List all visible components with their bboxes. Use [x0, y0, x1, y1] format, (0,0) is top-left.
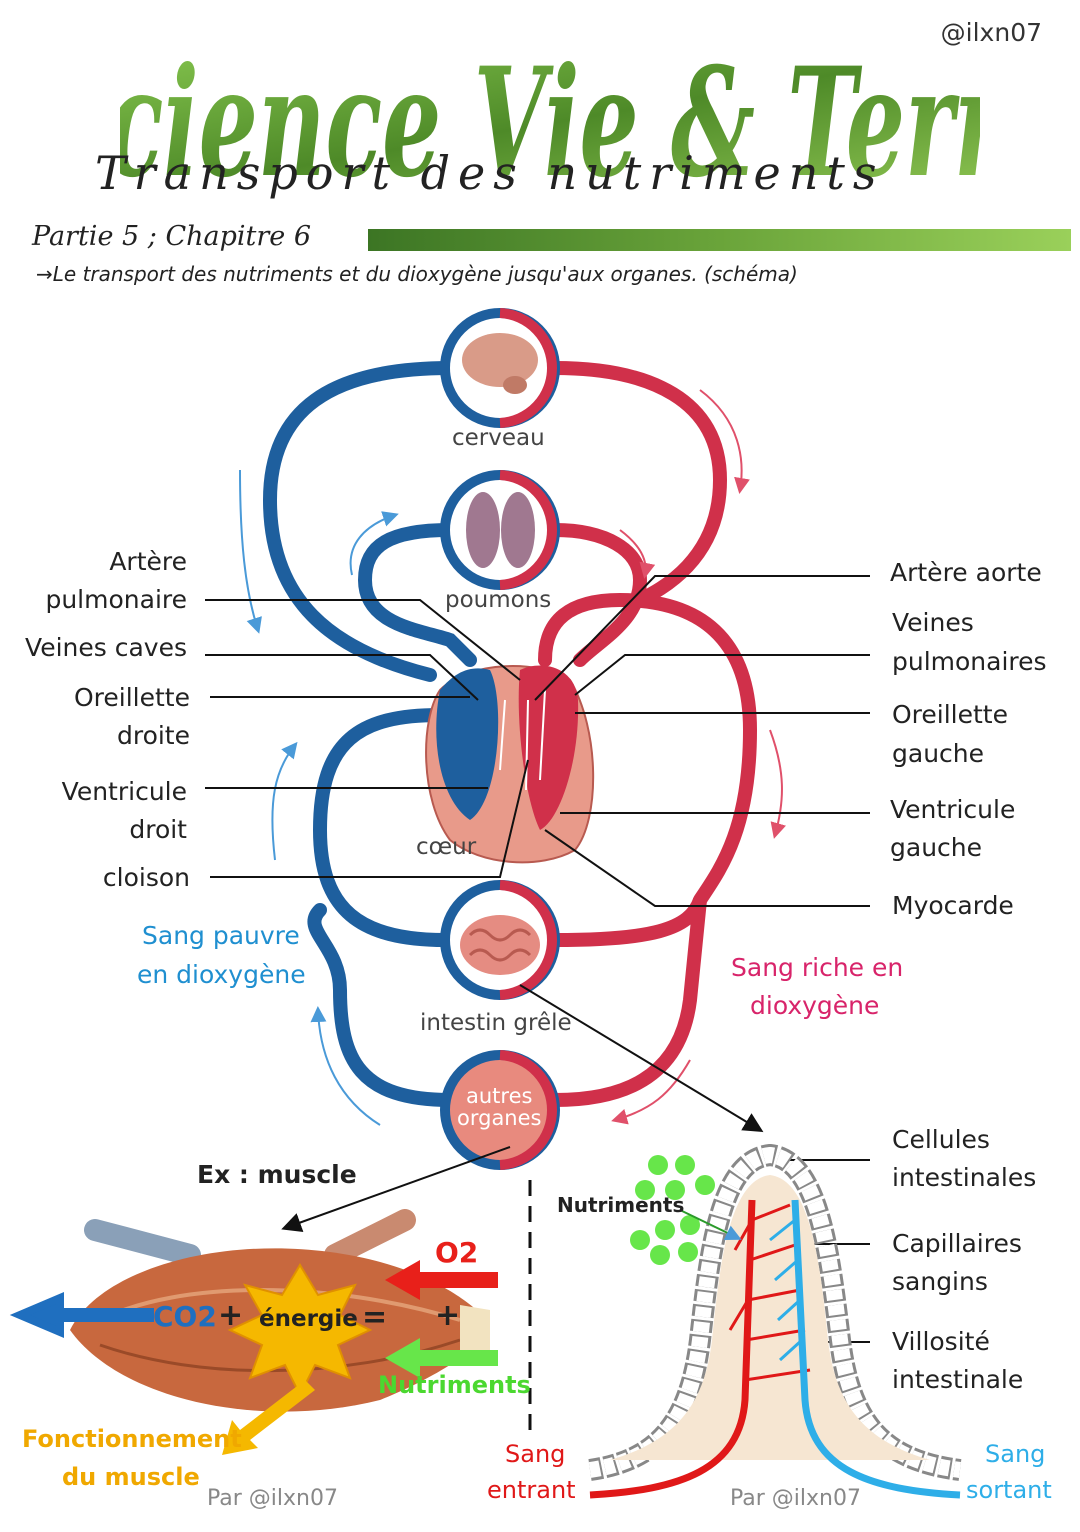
label-vena-cava: Veines caves	[25, 633, 187, 662]
flow-arrow	[699, 389, 750, 494]
label-aorta: Artère aorte	[890, 558, 1042, 587]
red-vessels	[538, 361, 758, 1107]
credit-right: Par @ilxn07	[730, 1486, 861, 1511]
blue-vessels	[262, 361, 477, 1107]
flow-arrow	[611, 1059, 691, 1125]
artery-organs	[548, 897, 707, 1107]
label-right-ventricle-2: droit	[129, 815, 187, 844]
organ-label-brain: cerveau	[452, 425, 545, 451]
label-villus-1: Villosité	[892, 1327, 990, 1356]
label-capillaries-1: Capillaires	[892, 1229, 1022, 1258]
organ-circles	[440, 308, 560, 1170]
nutrient-absorb-arrow	[679, 1209, 742, 1240]
label-villus-nutrients: Nutriments	[557, 1193, 685, 1217]
label-o2: O2	[435, 1236, 479, 1269]
label-pulmonary-artery-1: Artère	[109, 547, 187, 576]
nutrient-arrow	[385, 1338, 498, 1378]
label-right-ventricle-1: Ventricule	[61, 777, 187, 806]
label-septum: cloison	[102, 863, 190, 892]
flow-arrow	[271, 741, 298, 861]
subtitle: Transport des nutriments	[95, 146, 885, 200]
co2-arrow	[9, 1291, 154, 1339]
label-muscle-function-1: Fonctionnement	[22, 1425, 242, 1453]
title-text: Science Vie & Terre	[120, 36, 980, 210]
label-myocardium: Myocarde	[892, 891, 1014, 920]
vena-cava-inferior	[312, 708, 452, 947]
organ-label-heart: cœur	[416, 834, 477, 860]
villus-illustration	[588, 1143, 962, 1499]
o2-arrow	[385, 1260, 498, 1300]
label-pulmonary-artery-2: pulmonaire	[45, 585, 187, 614]
aorta-main	[538, 592, 758, 907]
label-equals: =	[362, 1300, 388, 1335]
label-poor-blood-1: Sang pauvre	[142, 921, 300, 950]
header-bar	[368, 229, 1071, 251]
label-muscle-nutrients: Nutriments	[378, 1371, 531, 1399]
label-rich-blood-1: Sang riche en	[731, 953, 904, 982]
credit-left: Par @ilxn07	[207, 1486, 338, 1511]
label-pulmonary-veins-2: pulmonaires	[892, 647, 1047, 676]
flow-arrow	[239, 469, 262, 634]
label-rich-blood-2: dioxygène	[750, 991, 880, 1020]
leader-lines	[205, 575, 870, 1343]
author-handle: @ilxn07	[940, 18, 1042, 47]
function-arrow	[222, 1380, 315, 1455]
organ-label-other-2: organes	[457, 1106, 542, 1130]
label-blood-in-2: entrant	[487, 1476, 576, 1504]
organ-label-other-1: autres	[466, 1084, 533, 1108]
label-blood-out-2: sortant	[966, 1476, 1052, 1504]
label-left-atrium-1: Oreillette	[892, 700, 1008, 729]
intestine-icon	[460, 915, 540, 975]
label-plus-2: +	[435, 1298, 461, 1333]
label-left-atrium-2: gauche	[892, 739, 985, 768]
label-co2: CO2	[153, 1300, 217, 1333]
chapter-label: Partie 5 ; Chapitre 6	[32, 221, 312, 252]
label-blood-in-1: Sang	[505, 1440, 566, 1468]
intro-text: →Le transport des nutriments et du dioxy…	[36, 262, 798, 286]
label-capillaries-2: sangins	[892, 1267, 988, 1296]
organ-label-intestine: intestin grêle	[420, 1010, 572, 1036]
pulmonary-artery	[357, 523, 477, 667]
label-right-atrium-2: droite	[116, 721, 190, 750]
lungs-icon	[466, 492, 500, 568]
aorta-brain	[548, 361, 728, 607]
flow-arrow	[310, 1006, 381, 1126]
label-left-ventricle-1: Ventricule	[890, 795, 1016, 824]
label-poor-blood-2: en dioxygène	[137, 960, 306, 989]
label-muscle-example: Ex : muscle	[197, 1160, 357, 1189]
vein-organs	[307, 903, 457, 1107]
label-energy: énergie	[259, 1306, 358, 1332]
flow-arrow	[769, 729, 786, 839]
organ-label-lungs: poumons	[445, 587, 552, 613]
title-lettering: Science Vie & Terre	[120, 36, 980, 210]
label-plus-1: +	[218, 1298, 244, 1333]
brain-icon	[462, 333, 538, 387]
label-pulmonary-veins-1: Veines	[892, 608, 974, 637]
vena-cava-superior	[262, 361, 457, 682]
label-muscle-function-2: du muscle	[62, 1463, 200, 1491]
flow-arrow	[349, 511, 399, 576]
label-intestinal-cells-2: intestinales	[892, 1163, 1037, 1192]
heart-illustration	[425, 665, 595, 864]
flow-arrow	[619, 529, 656, 579]
label-blood-out-1: Sang	[985, 1440, 1046, 1468]
label-villus-2: intestinale	[892, 1365, 1024, 1394]
label-left-ventricle-2: gauche	[890, 833, 983, 862]
nutrient-dots	[630, 1155, 715, 1265]
label-right-atrium-1: Oreillette	[74, 683, 190, 712]
label-intestinal-cells-1: Cellules	[892, 1125, 990, 1154]
pulmonary-vein	[548, 523, 648, 667]
